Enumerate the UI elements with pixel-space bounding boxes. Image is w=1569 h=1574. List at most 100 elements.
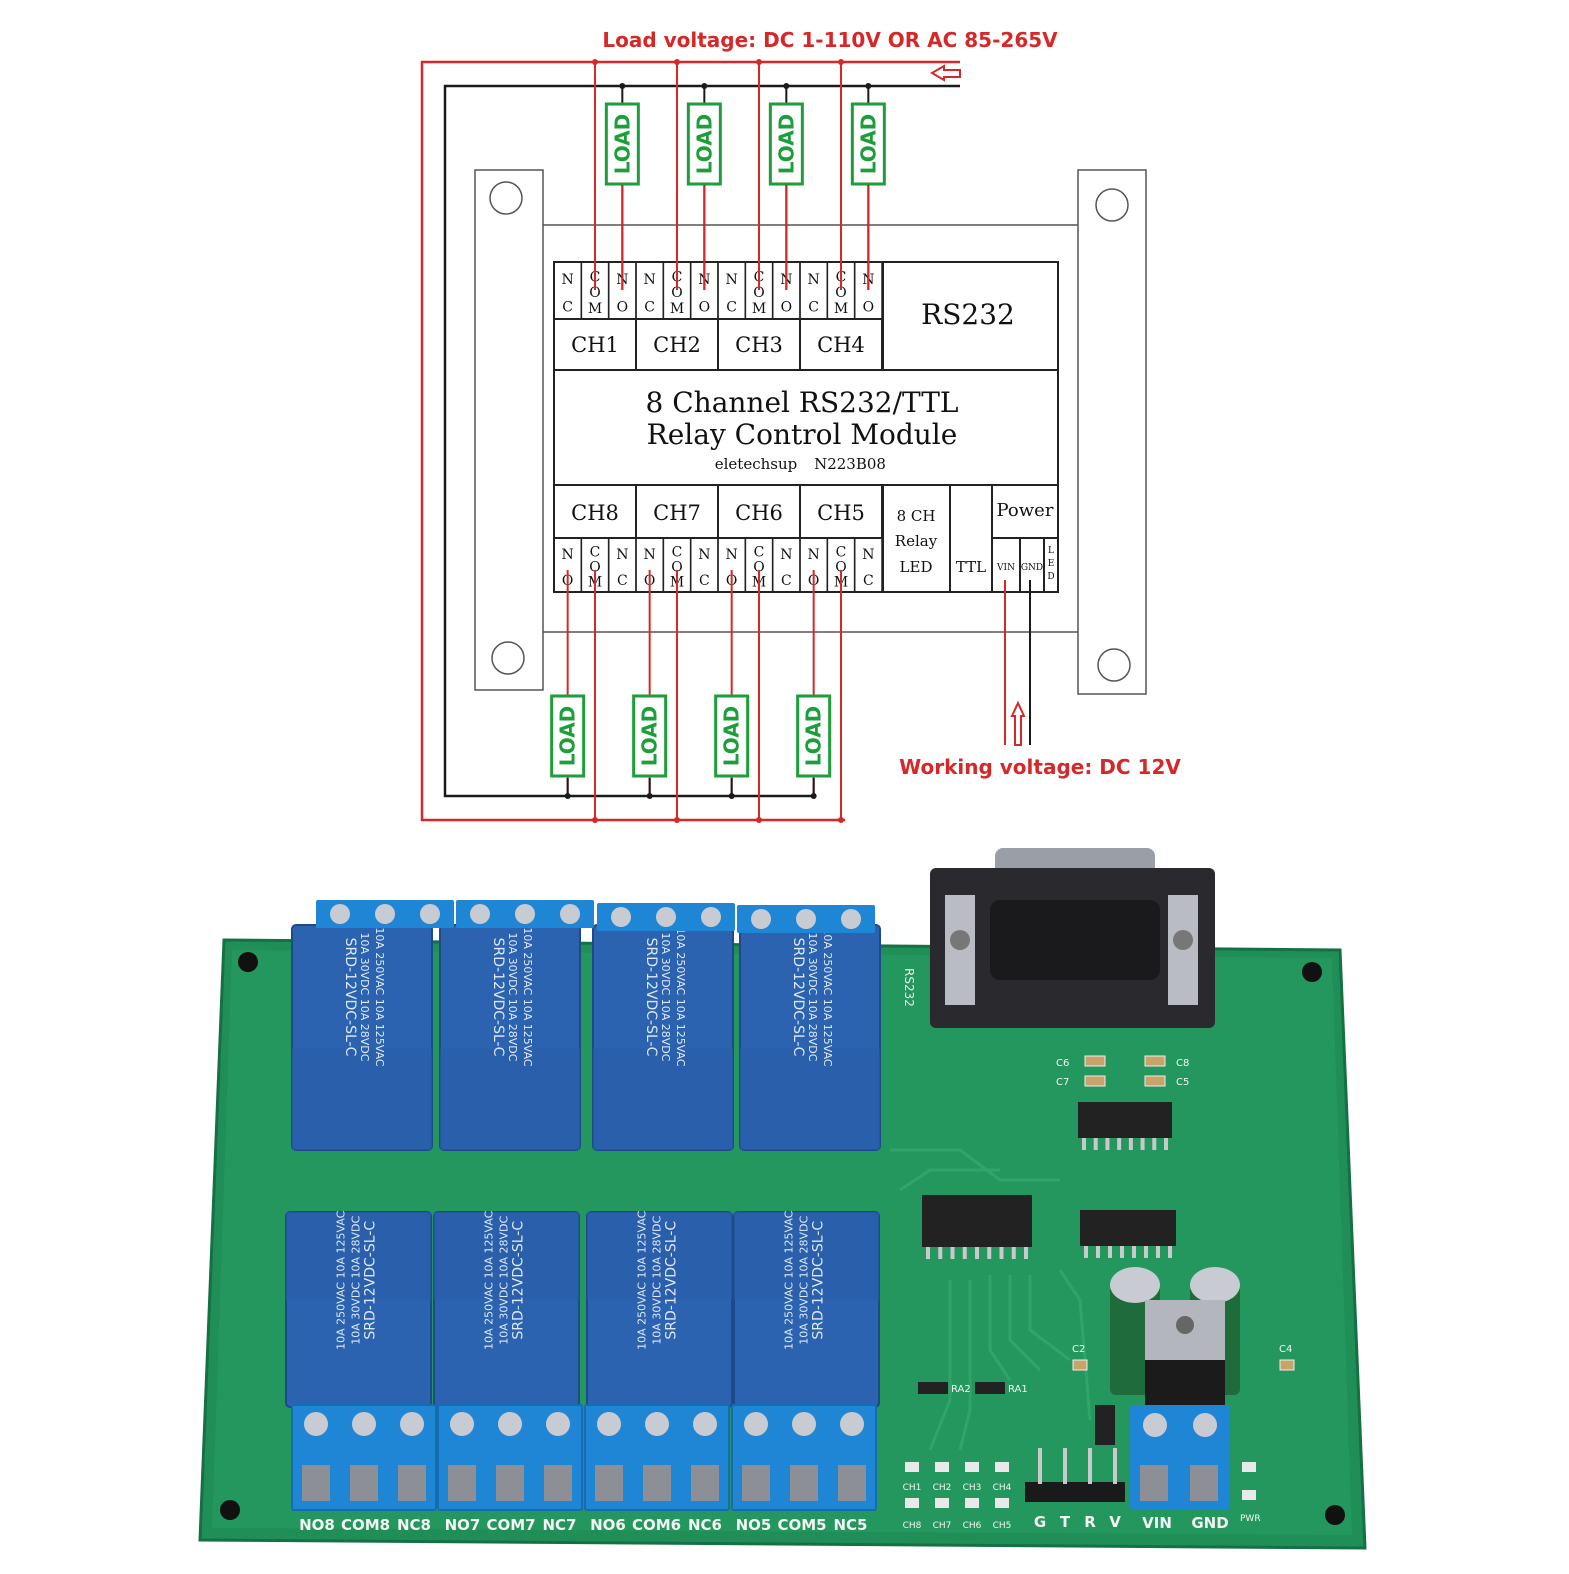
top-channel-pin-letter: O bbox=[835, 285, 846, 301]
ic-pin bbox=[1093, 1138, 1098, 1150]
bottom-load-4 bbox=[796, 694, 832, 778]
ttl-label: TTL bbox=[956, 558, 986, 576]
ic-pin bbox=[1084, 1246, 1088, 1258]
relay-print-line: SRD-12VDC-SL-C bbox=[511, 1221, 527, 1340]
module-title-line1: 8 Channel RS232/TTL bbox=[646, 386, 959, 419]
ic-pin bbox=[938, 1247, 943, 1259]
top-channel-label-ch1: CH1 bbox=[571, 333, 619, 357]
relay-print-line: 10A 250VAC 10A 125VAC bbox=[483, 1210, 496, 1350]
relay-print-line: 10A 30VDC 10A 28VDC bbox=[350, 1215, 363, 1344]
ic-pin bbox=[1152, 1138, 1157, 1150]
relay-print-line: 10A 30VDC 10A 28VDC bbox=[659, 933, 672, 1062]
bottom-terminal-3 bbox=[584, 1404, 730, 1511]
bottom-channel-label-ch5: CH5 bbox=[817, 501, 865, 525]
junction-dot bbox=[674, 59, 680, 65]
pwr-label: PWR bbox=[1240, 1514, 1261, 1524]
mount-hole-br bbox=[1325, 1505, 1345, 1525]
led-ch5 bbox=[995, 1498, 1009, 1508]
mount-hole-bl bbox=[220, 1500, 240, 1520]
junction-dot bbox=[646, 793, 653, 799]
top-load-2-label: LOAD bbox=[692, 114, 716, 175]
terminal-label-nc7: NC7 bbox=[543, 1516, 577, 1534]
terminal-label-nc8: NC8 bbox=[397, 1516, 431, 1534]
junction-dot bbox=[756, 817, 762, 823]
relay-print-line: SRD-12VDC-SL-C bbox=[811, 1221, 827, 1340]
top-terminal-1 bbox=[316, 900, 454, 928]
rs232-silkscreen: RS232 bbox=[902, 968, 916, 1007]
relay-led-label-1: 8 CH bbox=[897, 507, 936, 525]
bottom-channel-pin-letter: O bbox=[589, 560, 600, 576]
top-channel-pin-letter: M bbox=[752, 301, 766, 317]
relay-print-line: 10A 30VDC 10A 28VDC bbox=[498, 1215, 511, 1344]
bottom-channel-pin-letter: N bbox=[644, 547, 656, 563]
top-load-2 bbox=[686, 102, 722, 186]
top-channel-label-ch2: CH2 bbox=[653, 333, 701, 357]
power-arrow bbox=[1010, 700, 1026, 746]
bottom-load-2 bbox=[632, 694, 668, 778]
relay-led-label-2: Relay bbox=[895, 532, 938, 550]
top-channel-pin-letter: O bbox=[863, 299, 874, 315]
terminal-label-no5: NO5 bbox=[736, 1516, 772, 1534]
terminal-label-no7: NO7 bbox=[445, 1516, 481, 1534]
top-channel-pin-letter: O bbox=[589, 285, 600, 301]
power-wires bbox=[1004, 580, 1031, 746]
cap-c6: C6 bbox=[1056, 1058, 1069, 1069]
top-load-1 bbox=[604, 102, 640, 186]
terminal-label-com7: COM7 bbox=[486, 1516, 535, 1534]
ic-pin bbox=[1144, 1246, 1148, 1258]
gtrv-header bbox=[1025, 1448, 1125, 1502]
terminal-label-nc5: NC5 bbox=[834, 1516, 868, 1534]
ic-pin bbox=[1132, 1246, 1136, 1258]
bottom-channel-pin-letter: N bbox=[698, 547, 710, 563]
top-channel-pin-letter: N bbox=[808, 272, 820, 288]
cap-c8: C8 bbox=[1176, 1058, 1189, 1069]
ic-pin bbox=[962, 1247, 967, 1259]
bottom-channel-pin-letter: N bbox=[808, 547, 820, 563]
terminal-label-no6: NO6 bbox=[590, 1516, 626, 1534]
top-terminal-4 bbox=[737, 905, 875, 933]
top-channel-pin-letter: N bbox=[644, 272, 656, 288]
relay-print-line: SRD-12VDC-SL-C bbox=[790, 938, 806, 1057]
vin-label: VIN bbox=[996, 563, 1015, 573]
ic-pins bbox=[926, 1138, 1172, 1259]
top-channel-pin-letter: O bbox=[699, 299, 710, 315]
top-terminal-2 bbox=[456, 900, 594, 928]
bottom-channel-pin-letter: N bbox=[726, 547, 738, 563]
bottom-channel-pin-letter: C bbox=[863, 573, 874, 589]
bottom-load-3-label: LOAD bbox=[720, 706, 744, 767]
relay-print-line: SRD-12VDC-SL-C bbox=[342, 938, 358, 1057]
junction-dot bbox=[783, 83, 790, 89]
pcb-traces bbox=[890, 1148, 1092, 1451]
bottom-channel-pin-letter: C bbox=[699, 573, 710, 589]
relay-print-line: 10A 30VDC 10A 28VDC bbox=[798, 1215, 811, 1344]
bottom-channel-pin-letter: O bbox=[671, 560, 682, 576]
relay-print-line: 10A 250VAC 10A 125VAC bbox=[636, 1210, 649, 1350]
cap-c2: C2 bbox=[1072, 1344, 1085, 1355]
power-label: Power bbox=[997, 500, 1054, 521]
bottom-channel-label-ch8: CH8 bbox=[571, 501, 619, 525]
ic-pin bbox=[1082, 1138, 1086, 1150]
junction-dot bbox=[838, 817, 844, 823]
top-load-4 bbox=[850, 102, 886, 186]
relay-print-line: 10A 30VDC 10A 28VDC bbox=[806, 933, 819, 1062]
ic-pin bbox=[1108, 1246, 1112, 1258]
junction-dot bbox=[592, 817, 598, 823]
led-label-ch5: CH5 bbox=[993, 1521, 1012, 1531]
led-label-ch6: CH6 bbox=[963, 1521, 982, 1531]
bottom-load-1-label: LOAD bbox=[556, 706, 580, 767]
top-terminal-blocks bbox=[316, 900, 875, 933]
terminal-label-nc6: NC6 bbox=[688, 1516, 722, 1534]
junction-dot bbox=[564, 793, 571, 799]
top-load-1-label: LOAD bbox=[610, 114, 634, 175]
